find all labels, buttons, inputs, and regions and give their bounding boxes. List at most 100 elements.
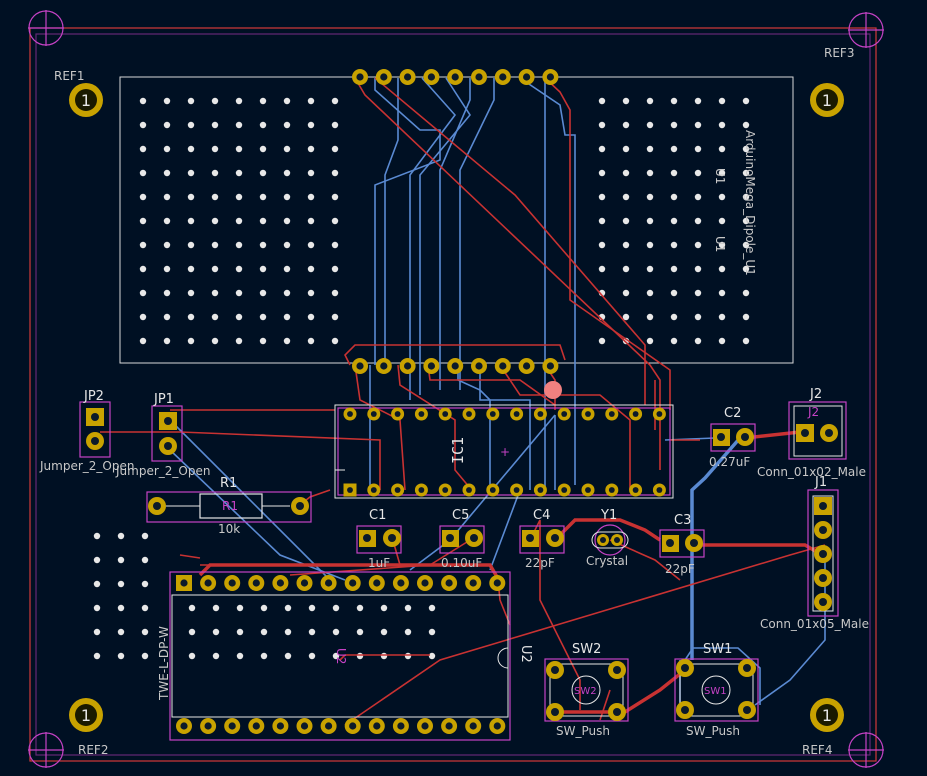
j2-footprint[interactable]: J2: [788, 401, 847, 460]
grid-dot: [283, 313, 291, 321]
grid-dot: [331, 121, 339, 129]
u1-bottom-header[interactable]: [352, 358, 559, 374]
mounting-hole-ref1[interactable]: 1: [69, 83, 103, 117]
grid-dot: [283, 121, 291, 129]
pad-drill: [427, 73, 435, 81]
pad-drill: [228, 722, 236, 730]
jp1-footprint[interactable]: [151, 405, 183, 462]
grid-dot: [670, 289, 678, 297]
c2-footprint[interactable]: [710, 423, 756, 452]
y1-ref-label: Y1: [600, 508, 617, 523]
grid-dot: [283, 241, 291, 249]
hole-number: 1: [822, 91, 832, 110]
pad-drill: [442, 411, 449, 417]
grid-dot: [259, 241, 267, 249]
grid-dot: [694, 217, 702, 225]
grid-dot: [670, 337, 678, 345]
pad-drill: [380, 73, 388, 81]
pad-drill: [370, 411, 377, 417]
grid-dot: [742, 265, 750, 273]
j2-inner-label: J2: [807, 405, 819, 419]
via-highlight[interactable]: [544, 381, 562, 399]
grid-dot: [139, 337, 147, 345]
grid-dot: [187, 241, 195, 249]
grid-dot: [283, 169, 291, 177]
jp2-footprint[interactable]: [79, 401, 111, 458]
mounting-hole-ref3[interactable]: 1: [810, 83, 844, 117]
grid-dot: [211, 169, 219, 177]
ref3-label: REF3: [824, 46, 854, 60]
pad-drill: [442, 487, 449, 493]
grid-dot: [283, 265, 291, 273]
sw2-footprint[interactable]: SW2: [544, 658, 629, 722]
left-dot-grid: [93, 532, 149, 660]
u2-bottom-pins[interactable]: [176, 718, 506, 734]
grid-dot: [211, 289, 219, 297]
grid-dot: [622, 241, 630, 249]
ic1-footprint[interactable]: IC1 +: [334, 404, 674, 499]
u2-footprint[interactable]: U2 U2 TWE-L-DP-W: [157, 571, 533, 741]
u1-ref-label: U1: [713, 168, 727, 184]
y1-footprint[interactable]: [591, 524, 629, 556]
c3-footprint[interactable]: [659, 529, 705, 558]
pad-drill: [493, 579, 501, 587]
grid-dot: [259, 337, 267, 345]
grid-dot: [139, 193, 147, 201]
ic1-pins-top[interactable]: [343, 407, 666, 421]
grid-dot: [428, 652, 436, 660]
grid-dot: [646, 217, 654, 225]
grid-dot: [622, 97, 630, 105]
j1-pins[interactable]: [814, 497, 832, 611]
j2-value-label: Conn_01x02_Male: [757, 465, 866, 479]
grid-dot: [742, 217, 750, 225]
c4-footprint[interactable]: [519, 525, 565, 554]
grid-dot: [742, 313, 750, 321]
grid-dot: [742, 169, 750, 177]
pad-drill: [632, 487, 639, 493]
c5-ref-label: C5: [452, 508, 469, 523]
pad-drill: [546, 362, 555, 370]
grid-dot: [307, 337, 315, 345]
grid-dot: [284, 604, 292, 612]
grid-dot: [598, 121, 606, 129]
u2-top-pins[interactable]: [176, 575, 506, 591]
pad-drill: [513, 411, 520, 417]
c5-footprint[interactable]: [439, 525, 485, 554]
mounting-hole-ref4[interactable]: 1: [810, 698, 844, 732]
u2-ref-label: U2: [518, 645, 533, 663]
grid-dot: [259, 97, 267, 105]
mounting-hole-ref2[interactable]: 1: [69, 698, 103, 732]
sw1-footprint[interactable]: SW1: [674, 658, 759, 722]
grid-dot: [428, 628, 436, 636]
ic1-pins-bottom[interactable]: [343, 483, 666, 497]
grid-dot: [622, 145, 630, 153]
grid-dot: [598, 241, 606, 249]
grid-dot: [670, 193, 678, 201]
u1-outline[interactable]: [119, 76, 794, 364]
grid-dot: [742, 337, 750, 345]
r1-body-label: R1: [222, 499, 238, 513]
grid-dot: [356, 652, 364, 660]
pad-drill: [499, 362, 507, 370]
grid-dot: [211, 97, 219, 105]
r1-footprint[interactable]: R1: [146, 491, 312, 523]
grid-dot: [211, 193, 219, 201]
pad-drill: [347, 487, 353, 493]
c1-footprint[interactable]: [356, 525, 402, 554]
grid-dot: [694, 169, 702, 177]
grid-dot: [93, 532, 101, 540]
pad-drill: [608, 411, 615, 417]
j1-ref-label: J1: [814, 475, 827, 490]
pad-drill: [819, 526, 827, 534]
grid-dot: [646, 145, 654, 153]
c4-value-label: 22pF: [525, 556, 555, 570]
grid-dot: [331, 313, 339, 321]
u1-top-header[interactable]: [352, 69, 559, 85]
u1-dot-grid-right: [598, 97, 750, 345]
grid-dot: [598, 265, 606, 273]
grid-dot: [332, 652, 340, 660]
grid-dot: [235, 145, 243, 153]
grid-dot: [141, 532, 149, 540]
corner-markers: [28, 10, 884, 768]
